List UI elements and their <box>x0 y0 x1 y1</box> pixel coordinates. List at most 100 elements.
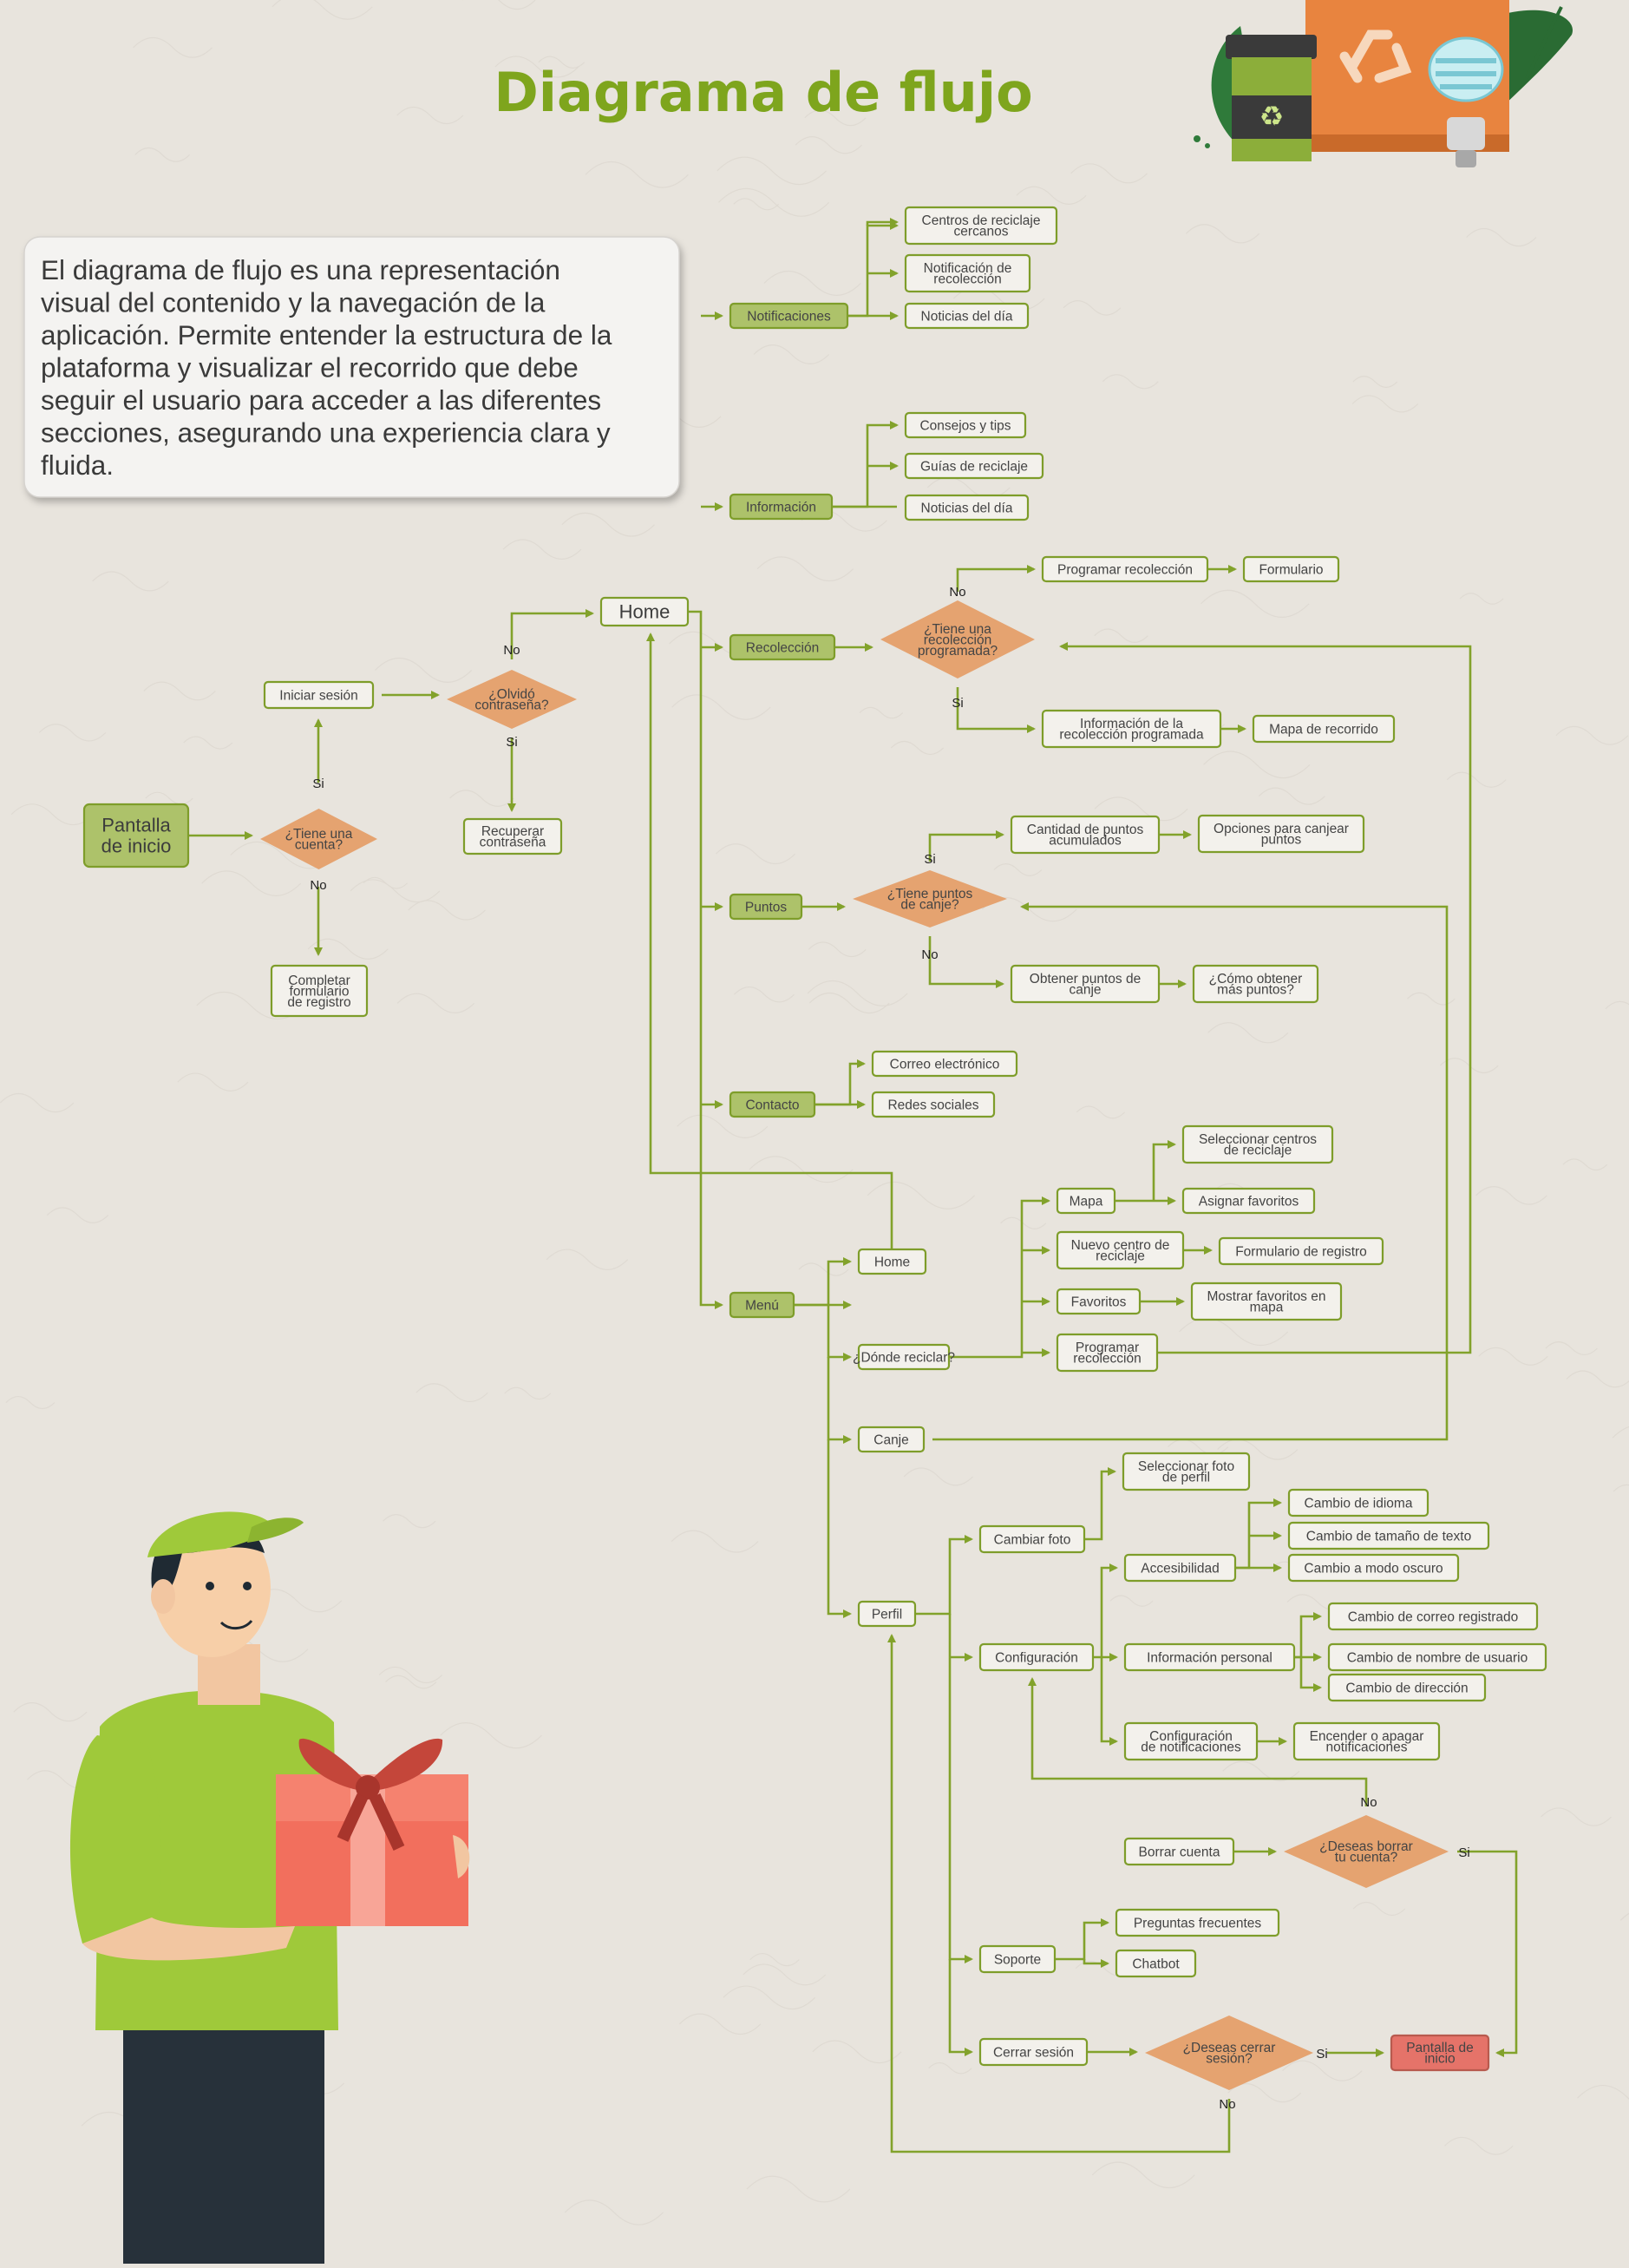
node-label: Información de la <box>1080 717 1183 731</box>
node-label: Cerrar sesión <box>993 2045 1074 2060</box>
node-label: Cambio de correo registrado <box>1348 1609 1518 1624</box>
connector-line <box>866 218 899 226</box>
node-label: Correo electrónico <box>890 1057 1000 1072</box>
node-n_noticias: Noticias del día <box>904 302 1030 330</box>
decision-label: No <box>1219 2097 1235 2112</box>
recycling-bin-icon: ♻ <box>1226 35 1317 161</box>
node-box <box>1287 1521 1490 1550</box>
decision-label: No <box>921 947 938 962</box>
node-label: Información <box>746 500 816 515</box>
connector-line <box>814 1059 866 1106</box>
connector-line <box>1084 1467 1116 1541</box>
node-label: acumulados <box>1049 834 1122 849</box>
node-label: Opciones para canjear <box>1214 822 1349 836</box>
node-label: ¿Dónde reciclar? <box>853 1350 955 1365</box>
connector-line <box>827 1439 852 1618</box>
node-label: ¿Tiene una <box>924 622 991 637</box>
node-box <box>1327 1673 1487 1702</box>
connector-line <box>1083 1959 1109 1968</box>
node-box <box>1181 1124 1334 1164</box>
node-box <box>1181 1187 1316 1215</box>
node-box <box>1056 1230 1185 1270</box>
node-box <box>978 1642 1095 1672</box>
node-label: Cambiar foto <box>994 1532 1071 1547</box>
node-iniciar: Iniciar sesión <box>263 680 375 710</box>
node-box <box>904 302 1030 330</box>
node-box <box>978 1944 1057 1974</box>
node-label: Cambio de dirección <box>1345 1681 1468 1695</box>
node-label: Canje <box>873 1432 909 1447</box>
node-label: Nuevo centro de <box>1071 1238 1170 1253</box>
node-label: puntos <box>1261 833 1302 848</box>
node-pf_correo: Cambio de correo registrado <box>1327 1602 1539 1631</box>
node-m_mapa: Mapa <box>1056 1187 1116 1215</box>
node-label: Pantalla de <box>1406 2041 1474 2055</box>
node-m_formreg: Formulario de registro <box>1218 1236 1384 1266</box>
light-bulb-icon <box>1428 36 1504 167</box>
node-label: de inicio <box>101 836 172 857</box>
recycling-illustration: ♻ <box>1194 0 1573 167</box>
node-info: Información <box>729 493 834 521</box>
node-label: Borrar cuenta <box>1139 1845 1220 1859</box>
node-box <box>729 633 836 661</box>
leaf-icon <box>1488 10 1573 113</box>
decision-shape <box>880 600 1035 678</box>
node-box <box>729 893 803 921</box>
node-label: Menú <box>745 1298 779 1313</box>
node-label: Información personal <box>1147 1650 1272 1665</box>
node-label: Home <box>619 601 671 623</box>
node-box <box>1327 1602 1539 1631</box>
node-label: de reciclaje <box>1224 1144 1292 1158</box>
node-box <box>1192 964 1319 1004</box>
node-box <box>1242 555 1340 583</box>
decision-label: No <box>310 878 326 893</box>
node-label: ¿Olvidó <box>488 687 534 702</box>
node-box <box>1123 1553 1237 1583</box>
node-label: Mapa <box>1070 1194 1103 1209</box>
node-label: Completar <box>288 973 350 988</box>
node-box <box>1287 1553 1460 1583</box>
intro-panel: El diagrama de flujo es una representaci… <box>23 236 680 498</box>
node-label: ¿Cómo obtener <box>1209 972 1303 987</box>
node-label: recolección <box>1073 1352 1141 1367</box>
node-label: Cambio de tamaño de texto <box>1306 1529 1471 1544</box>
connector-line <box>688 610 723 1309</box>
node-notif: Notificaciones <box>729 302 849 330</box>
connector-line <box>1100 1563 1118 1657</box>
node-label: programada? <box>918 644 998 659</box>
node-label: Seleccionar centros <box>1199 1132 1317 1147</box>
node-box <box>729 302 849 330</box>
node-box <box>1115 1908 1280 1937</box>
decision-label: No <box>503 643 520 658</box>
node-label: Chatbot <box>1132 1957 1180 1971</box>
node-box <box>1287 1488 1429 1517</box>
node-label: Contacto <box>745 1098 799 1112</box>
node-box <box>1123 1721 1259 1761</box>
node-label: Preguntas frecuentes <box>1134 1916 1262 1930</box>
node-box <box>1041 555 1209 583</box>
connector-line <box>646 633 893 1249</box>
node-r_mapa: Mapa de recorrido <box>1252 714 1396 744</box>
node-label: Pantalla <box>101 815 171 836</box>
node-label: contraseña? <box>474 698 549 713</box>
node-home: Home <box>599 596 690 627</box>
node-label: Mapa de recorrido <box>1269 722 1378 737</box>
node-pf_dir: Cambio de dirección <box>1327 1673 1487 1702</box>
intro-line: El diagrama de flujo es una representaci… <box>41 254 560 285</box>
node-label: de notificaciones <box>1141 1740 1241 1755</box>
connector-line <box>1059 642 1472 1354</box>
node-label: formulario <box>290 984 350 999</box>
intro-text: El diagrama de flujo es una representaci… <box>41 254 612 481</box>
node-pf_borrar: Borrar cuenta <box>1123 1837 1235 1866</box>
node-box <box>857 1600 917 1628</box>
node-pf_config: Configuración <box>978 1642 1095 1672</box>
node-i_noticias: Noticias del día <box>904 494 1030 521</box>
node-label: Encender o apagar <box>1310 1729 1424 1744</box>
